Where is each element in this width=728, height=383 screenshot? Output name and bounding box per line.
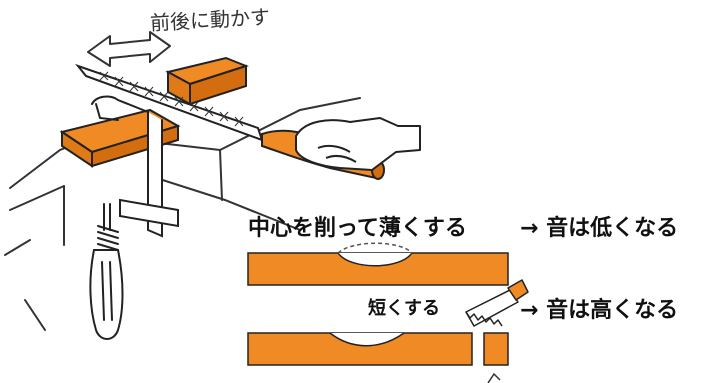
shorten-label: 短くする — [368, 298, 440, 319]
bar-shortened — [247, 332, 509, 366]
carve-center-label: 中心を削って薄くする — [248, 216, 467, 241]
motion-note: 前後に動かす — [149, 4, 271, 36]
double-arrow-icon — [87, 31, 171, 67]
hand-icon — [295, 117, 421, 171]
bar-carved-center — [247, 242, 509, 286]
wood-block-upper — [165, 56, 249, 106]
saw-icon — [465, 279, 529, 327]
shorten-result-label: → 音は高くなる — [520, 298, 679, 323]
carve-result-label: → 音は低くなる — [520, 216, 679, 241]
sketch-mark — [487, 372, 501, 383]
clamp-icon — [89, 95, 179, 340]
